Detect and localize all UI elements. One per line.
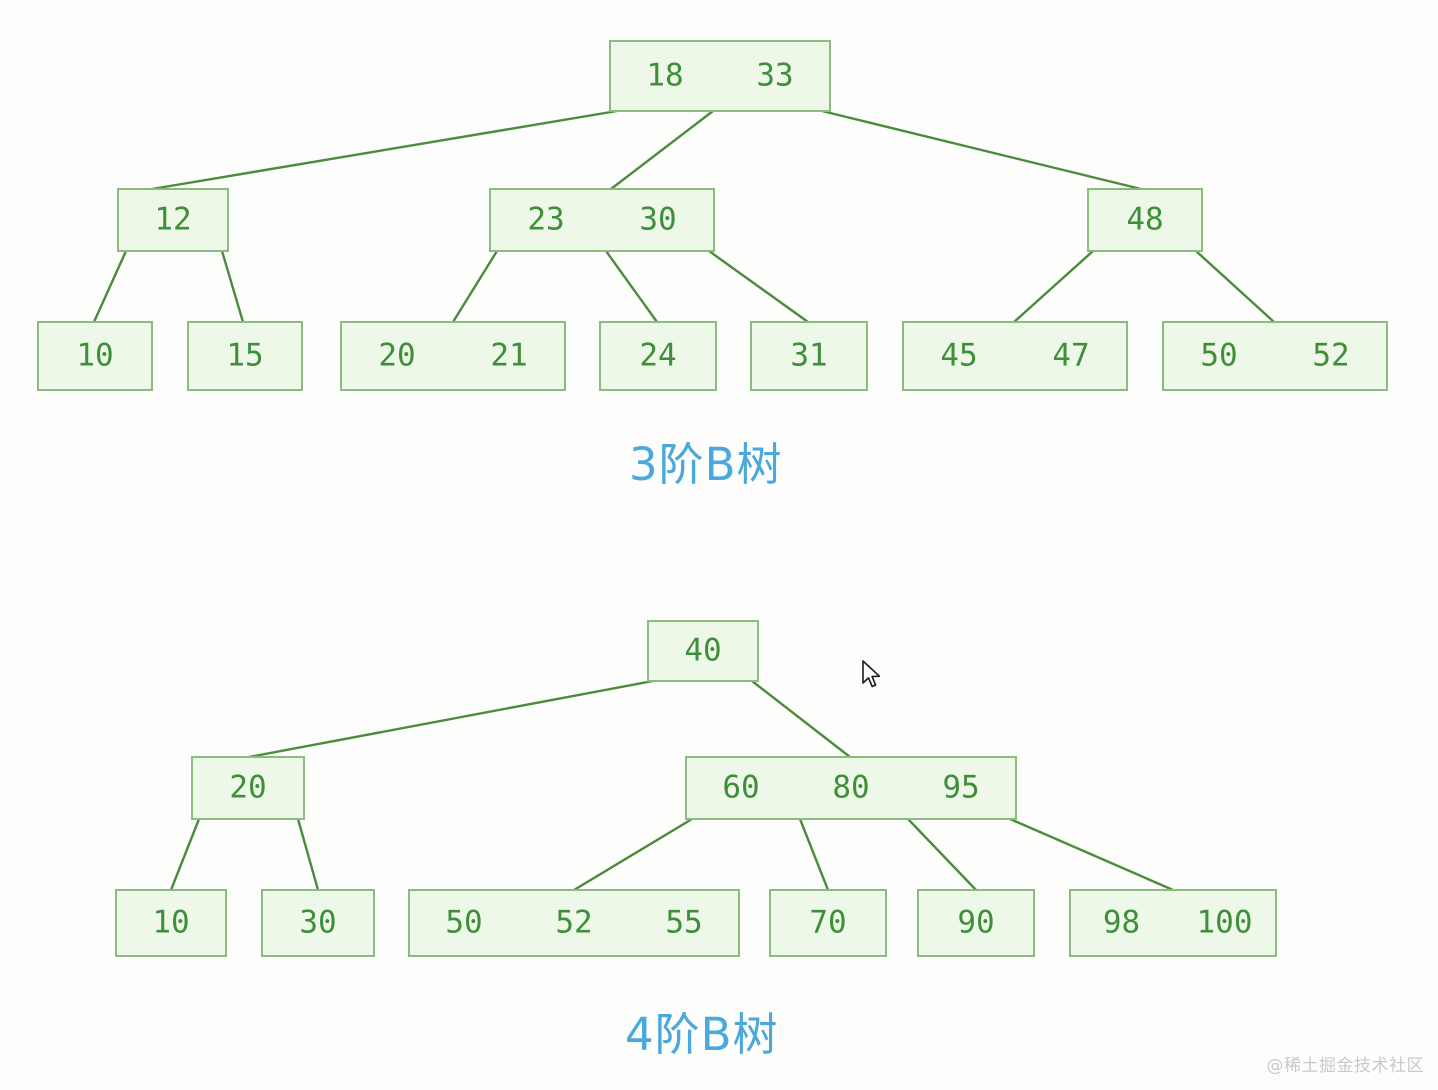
tree-node: 24 — [599, 321, 717, 391]
tree-edge — [604, 249, 659, 324]
tree-node: 98 100 — [1069, 889, 1277, 957]
node-key: 47 — [1052, 338, 1089, 374]
node-key: 40 — [684, 633, 721, 669]
tree-node: 50 52 55 — [408, 889, 740, 957]
tree-node: 48 — [1087, 188, 1203, 252]
node-key: 80 — [832, 770, 869, 806]
node-key: 10 — [152, 905, 189, 941]
tree-node: 12 — [117, 188, 229, 252]
tree-edge — [247, 679, 655, 759]
node-key: 50 — [1200, 338, 1237, 374]
node-box — [187, 321, 303, 391]
tree-node: 31 — [750, 321, 868, 391]
node-key: 15 — [226, 338, 263, 374]
tree-node: 60 80 95 — [685, 756, 1017, 820]
node-box — [902, 321, 1128, 391]
tree-node: 90 — [917, 889, 1035, 957]
node-key: 55 — [665, 905, 702, 941]
node-box — [685, 756, 1017, 820]
node-box — [1087, 188, 1203, 252]
node-key: 50 — [445, 905, 482, 941]
node-key: 60 — [722, 770, 759, 806]
tree-edge — [1194, 249, 1276, 324]
node-box — [1069, 889, 1277, 957]
tree-edge — [1012, 249, 1095, 324]
node-key: 33 — [756, 58, 793, 94]
node-key: 95 — [942, 770, 979, 806]
tree-node: 10 — [115, 889, 227, 957]
node-key: 100 — [1197, 905, 1253, 941]
watermark: @稀土掘金技术社区 — [1266, 1056, 1424, 1076]
node-box — [599, 321, 717, 391]
tree-edge — [820, 109, 1143, 191]
tree-node: 45 47 — [902, 321, 1128, 391]
node-key: 52 — [555, 905, 592, 941]
tree-edge — [906, 817, 978, 892]
node-box — [117, 188, 229, 252]
tree-edge — [707, 249, 810, 324]
tree-edge — [150, 109, 619, 191]
node-key: 98 — [1103, 905, 1140, 941]
node-box — [750, 321, 868, 391]
tree-node: 50 52 — [1162, 321, 1388, 391]
tree-edge — [750, 679, 852, 759]
node-box — [191, 756, 305, 820]
node-box — [769, 889, 887, 957]
node-box — [261, 889, 375, 957]
tree-node: 70 — [769, 889, 887, 957]
node-box — [115, 889, 227, 957]
node-key: 30 — [299, 905, 336, 941]
tree-node: 15 — [187, 321, 303, 391]
node-key: 52 — [1312, 338, 1349, 374]
node-box — [340, 321, 566, 391]
node-key: 90 — [957, 905, 994, 941]
node-key: 24 — [639, 338, 676, 374]
tree-edge — [220, 249, 245, 324]
node-key: 31 — [790, 338, 827, 374]
caption-tree-3: 3阶B树 — [629, 438, 783, 491]
caption-tree-4: 4阶B树 — [625, 1008, 779, 1061]
node-box — [917, 889, 1035, 957]
node-key: 23 — [527, 202, 564, 238]
node-box — [647, 620, 759, 682]
node-key: 20 — [378, 338, 415, 374]
node-box — [1162, 321, 1388, 391]
tree-node: 40 — [647, 620, 759, 682]
tree-edge — [609, 109, 715, 191]
node-key: 48 — [1126, 202, 1163, 238]
tree-edge — [169, 817, 201, 892]
tree-edge — [451, 249, 499, 324]
tree-edge — [572, 817, 694, 892]
node-key: 12 — [154, 202, 191, 238]
tree-edge — [296, 817, 320, 892]
node-key: 70 — [809, 905, 846, 941]
node-key: 10 — [76, 338, 113, 374]
node-key: 30 — [639, 202, 676, 238]
tree-edge — [1008, 817, 1175, 892]
tree-node: 20 — [191, 756, 305, 820]
tree-edge — [798, 817, 830, 892]
node-key: 21 — [490, 338, 527, 374]
edges-layer — [92, 109, 1276, 892]
tree-node: 10 — [37, 321, 153, 391]
node-key: 45 — [940, 338, 977, 374]
node-box — [408, 889, 740, 957]
node-key: 18 — [646, 58, 683, 94]
node-box — [489, 188, 715, 252]
tree-edge — [92, 249, 128, 324]
node-key: 20 — [229, 770, 266, 806]
tree-node: 23 30 — [489, 188, 715, 252]
node-box — [37, 321, 153, 391]
node-box — [609, 40, 831, 112]
tree-node: 30 — [261, 889, 375, 957]
